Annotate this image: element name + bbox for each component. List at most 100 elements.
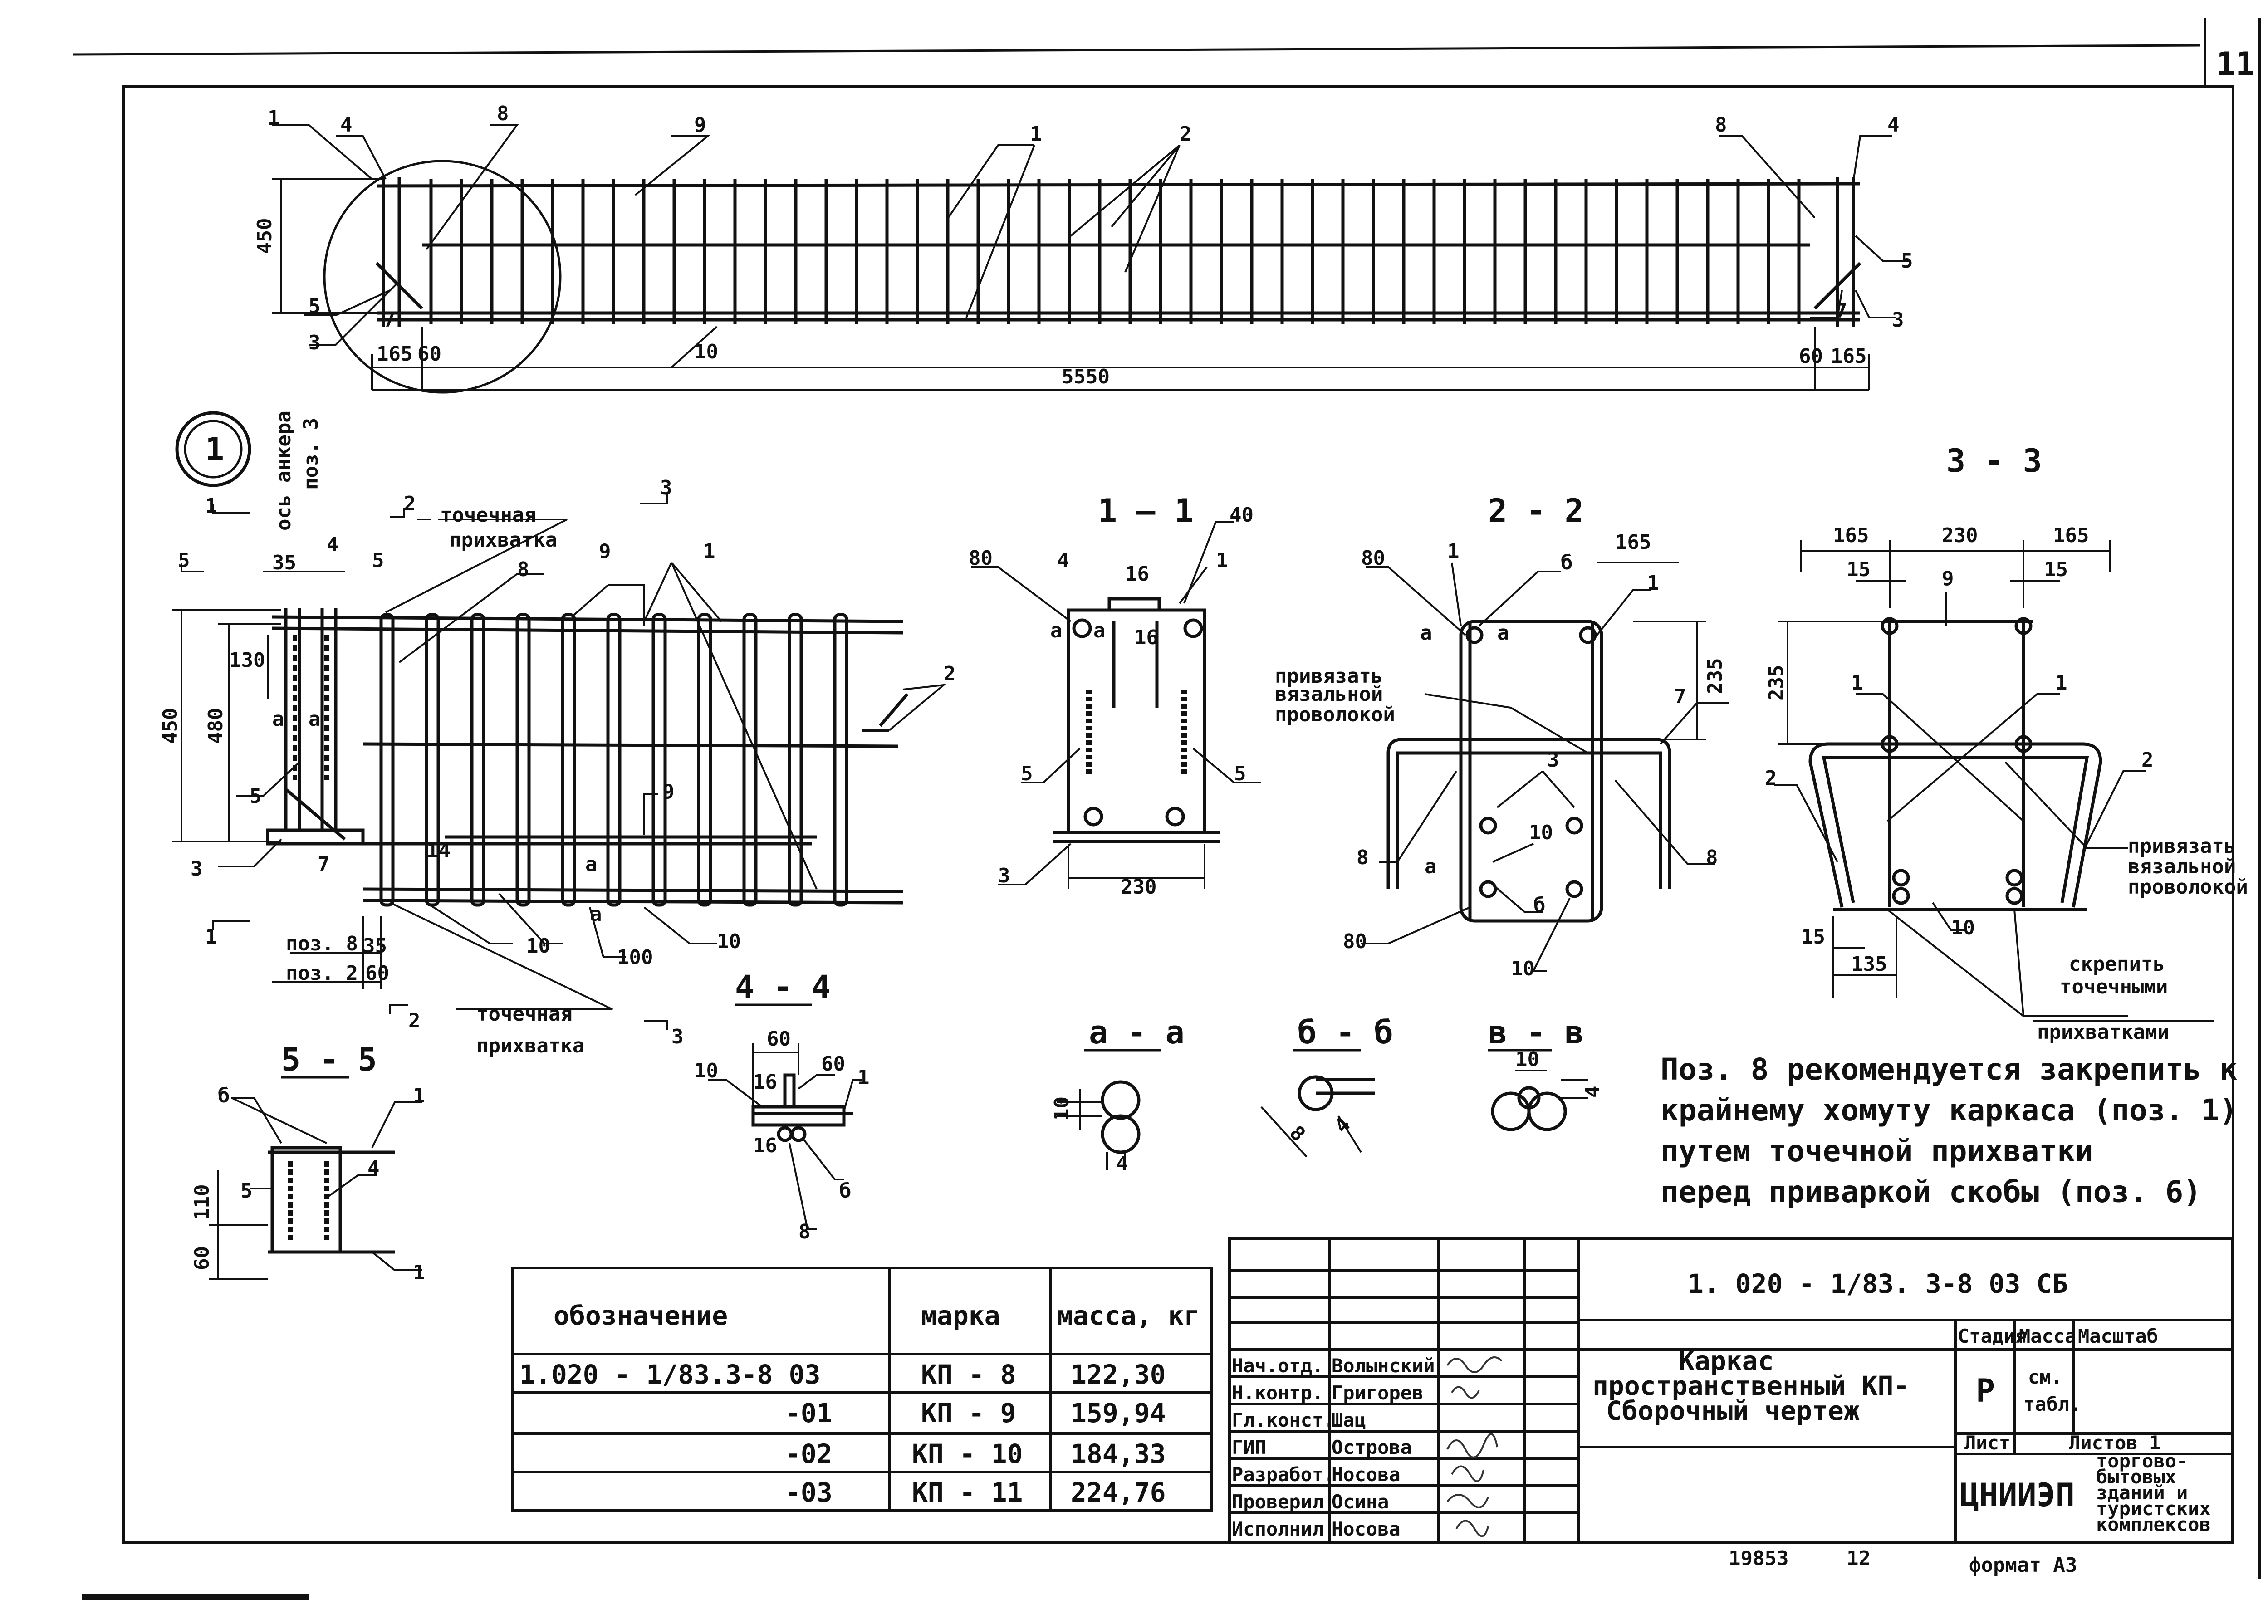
section-v-v-title: в - в	[1488, 1014, 1584, 1051]
s33-dim-165b: 165	[2053, 524, 2089, 547]
d1-label-10: 10	[717, 930, 741, 953]
signatures	[1446, 1356, 1503, 1537]
cut-3-top: 3	[660, 476, 672, 499]
assembly-note: Поз. 8 рекомендуется закрепить к крайнем…	[1661, 1052, 2238, 1209]
elev-dim-165-right: 165	[1831, 345, 1866, 368]
elev-label-1b: 1	[1030, 122, 1042, 146]
note-line-2: крайнему хомуту каркаса (поз. 1)	[1661, 1093, 2238, 1128]
spec-row-1-designation: 1.020 - 1/83.3-8 03	[519, 1359, 820, 1390]
s44-dim-16a: 16	[753, 1071, 777, 1094]
section-1-1	[1053, 597, 1220, 843]
s22-label-6b: б	[1533, 894, 1546, 917]
section-a-a	[1101, 1080, 1141, 1154]
saa-dim-10: 10	[1050, 1096, 1073, 1120]
s44-label-11: 10	[694, 1059, 718, 1082]
s44-dim-16b: 16	[753, 1134, 777, 1157]
d1-pos8: поз. 8	[286, 932, 358, 955]
s33-dim-15b: 15	[2044, 558, 2068, 581]
tb-role-4: ГИП	[1232, 1436, 1266, 1458]
section-4-4-title: 4 - 4	[735, 969, 831, 1006]
section-4-4	[751, 1073, 853, 1142]
elev-label-5: 5	[309, 295, 321, 318]
s22-label-a2: а	[1497, 621, 1509, 645]
s22-dim-80b: 80	[1343, 930, 1367, 953]
s22-dim-165: 165	[1615, 531, 1651, 554]
s44-label-1: 1	[857, 1066, 870, 1089]
d1-label-a2: а	[309, 708, 321, 731]
tb-person-4: Острова	[1332, 1436, 1412, 1458]
s11-label-5r: 5	[1234, 762, 1246, 785]
title-name-1: Каркас	[1679, 1345, 1774, 1376]
s22-note-3: проволокой	[1275, 703, 1395, 726]
title-name-2: пространственный КП-	[1592, 1370, 1909, 1401]
section-3-3-title: 3 - 3	[1946, 442, 2042, 479]
s33-label-1r: 1	[2055, 671, 2067, 695]
s11-dim-80: 80	[969, 547, 993, 570]
note-line-4: перед приваркой скобы (поз. 6)	[1661, 1174, 2201, 1209]
d1-dim-14: 14	[426, 839, 451, 862]
s55-label-1b: 1	[413, 1261, 425, 1284]
tb-person-1: Волынский	[1332, 1355, 1435, 1377]
elev-dim-total: 5550	[1062, 365, 1110, 388]
stirrup-loop	[515, 613, 531, 907]
detail-axis-pos: поз. 3	[299, 418, 323, 490]
tb-mass-2: табл.	[2023, 1393, 2081, 1415]
footer-num-1: 19853	[1729, 1547, 1788, 1570]
s22-label-11b: 10	[1511, 957, 1535, 980]
section-3-3	[1808, 617, 2102, 911]
elevation-view	[323, 160, 1861, 394]
elev-label-8b: 8	[1715, 113, 1727, 137]
s22-label-1b: 1	[1647, 572, 1659, 595]
stirrup-loop	[470, 613, 485, 907]
s33-note-6: прихватками	[2037, 1021, 2169, 1044]
tb-sheet-header: Лист	[1964, 1432, 2010, 1454]
s33-dim-235: 235	[1765, 665, 1788, 701]
cut-5-left: 5	[178, 549, 190, 572]
spot-weld-label-bottom2: прихватка	[476, 1034, 584, 1057]
cut-2-top: 2	[404, 492, 416, 515]
stirrup-loop	[561, 613, 576, 907]
s33-note-5: точечными	[2060, 975, 2168, 998]
elev-label-5b: 5	[1901, 249, 1913, 273]
s11-label-3: 3	[998, 864, 1010, 887]
s33-label-10: 10	[1951, 916, 1975, 939]
cut-2-bottom: 2	[408, 1009, 421, 1032]
section-2-2-title: 2 - 2	[1488, 492, 1584, 529]
svv-dim-10: 10	[1515, 1048, 1539, 1071]
tb-role-2: Н.контр.	[1232, 1382, 1323, 1404]
d1-label-3: 3	[191, 857, 203, 880]
spec-header-mark: марка	[921, 1300, 1000, 1331]
section-b-b	[1298, 1075, 1375, 1111]
sbb-dim-4: 4	[1330, 1113, 1355, 1138]
elev-label-9: 9	[694, 113, 706, 137]
s55-label-4: 4	[367, 1157, 380, 1180]
section-b-b-title: б - б	[1298, 1014, 1393, 1051]
tb-org-desc-5: комплексов	[2096, 1513, 2211, 1536]
d1-dim-130: 130	[229, 649, 265, 672]
stirrup-loop	[697, 613, 712, 907]
tb-person-6: Осина	[1332, 1491, 1389, 1513]
elev-label-3: 3	[309, 331, 321, 354]
spec-row-3-mass: 184,33	[1071, 1438, 1166, 1469]
sheet-number: 11	[2216, 45, 2254, 83]
s33-dim-15c: 15	[1801, 925, 1825, 949]
elev-dim-60-right: 60	[1799, 345, 1823, 368]
stirrup-loop	[651, 613, 667, 907]
spec-row-2-mark: КП - 9	[921, 1398, 1016, 1428]
svg-text:1: 1	[205, 431, 224, 468]
tb-person-5: Носова	[1332, 1463, 1401, 1486]
s44-dim-60a: 60	[767, 1027, 791, 1051]
elev-label-2: 2	[1180, 122, 1192, 146]
tb-org-desc-2: бытовых	[2096, 1466, 2176, 1488]
tb-org-desc-4: туристских	[2096, 1497, 2211, 1520]
s33-label-2r: 2	[2141, 748, 2154, 772]
s22-label-8l: 8	[1357, 846, 1369, 869]
section-a-a-title: а - а	[1089, 1014, 1185, 1051]
cut-3-bottom: 3	[671, 1025, 684, 1048]
s11-label-a2: а	[1093, 619, 1106, 642]
section-5-5	[268, 1146, 395, 1254]
s22-label-8r: 8	[1706, 846, 1718, 869]
spec-header-designation: обозначение	[554, 1300, 728, 1331]
saa-dim-4: 4	[1116, 1152, 1128, 1175]
s55-label-1a: 1	[413, 1084, 425, 1107]
